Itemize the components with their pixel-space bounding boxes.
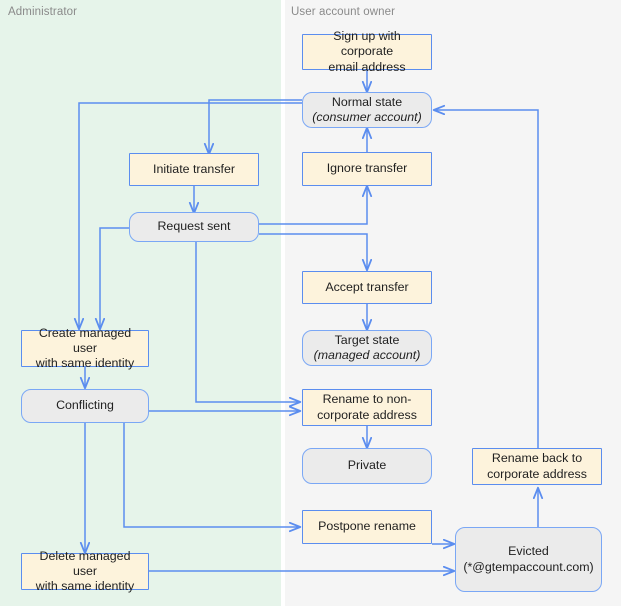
node-line-1: Target state — [334, 332, 400, 347]
node-line-1: Rename back to — [491, 451, 583, 466]
node-line-1: Evicted — [508, 544, 549, 559]
node-sign-up-with-corporate-email-address[interactable]: Sign up with corporate email address — [302, 29, 432, 74]
edge-request-to-ignore — [259, 186, 367, 225]
node-line-1: Create managed user — [38, 325, 132, 355]
node-normal-state[interactable]: Normal state (consumer account) — [302, 92, 432, 128]
edge-request-to-rename-non — [195, 242, 300, 402]
node-delete-managed-user-with-same-identity[interactable]: Delete managed user with same identity — [21, 549, 149, 593]
edge-conflicting-to-postpone — [123, 423, 300, 527]
node-line-1: Rename to non- — [322, 392, 412, 407]
node-line-2: corporate address — [317, 407, 417, 422]
node-rename-back-to-corporate-address[interactable]: Rename back to corporate address — [472, 448, 602, 485]
node-line-1: Private — [347, 458, 387, 473]
node-line-1: Delete managed user — [39, 548, 131, 578]
node-initiate-transfer[interactable]: Initiate transfer — [129, 153, 259, 186]
node-request-sent[interactable]: Request sent — [129, 212, 259, 242]
node-line-1: Postpone rename — [318, 519, 416, 534]
node-line-2: corporate address — [487, 466, 587, 481]
node-line-2: email address — [328, 59, 406, 74]
swimlane-label-administrator: Administrator — [8, 6, 78, 18]
node-conflicting[interactable]: Conflicting — [21, 389, 149, 423]
node-line-1: Accept transfer — [325, 279, 409, 294]
node-evicted[interactable]: Evicted (*@gtempaccount.com) — [455, 527, 602, 592]
swimlane-label-user-account-owner: User account owner — [291, 6, 396, 18]
node-line-2: with same identity — [35, 356, 135, 371]
swimlane-administrator — [0, 0, 281, 606]
node-line-1: Initiate transfer — [153, 161, 235, 176]
edge-normal-to-initiate — [209, 99, 302, 154]
edge-normal-to-create — [79, 102, 302, 329]
node-line-1: Request sent — [157, 219, 231, 234]
edge-request-to-create — [100, 227, 129, 329]
node-accept-transfer[interactable]: Accept transfer — [302, 271, 432, 304]
node-line-1: Normal state — [331, 94, 403, 109]
node-line-1: Ignore transfer — [326, 161, 408, 176]
node-line-2: with same identity — [35, 579, 135, 594]
node-line-2: (*@gtempaccount.com) — [463, 559, 594, 574]
edge-rename-back-to-normal — [434, 110, 539, 448]
node-line-1: Sign up with corporate — [333, 29, 401, 59]
node-line-2: (consumer account) — [312, 110, 422, 124]
node-target-state[interactable]: Target state (managed account) — [302, 330, 432, 366]
node-private[interactable]: Private — [302, 448, 432, 484]
node-rename-to-non-corporate-address[interactable]: Rename to non- corporate address — [302, 389, 432, 426]
node-ignore-transfer[interactable]: Ignore transfer — [302, 152, 432, 186]
node-line-1: Conflicting — [56, 398, 114, 413]
edge-request-to-accept — [259, 233, 367, 270]
node-line-2: (managed account) — [313, 348, 421, 362]
node-postpone-rename[interactable]: Postpone rename — [302, 510, 432, 544]
node-create-managed-user-with-same-identity[interactable]: Create managed user with same identity — [21, 326, 149, 370]
